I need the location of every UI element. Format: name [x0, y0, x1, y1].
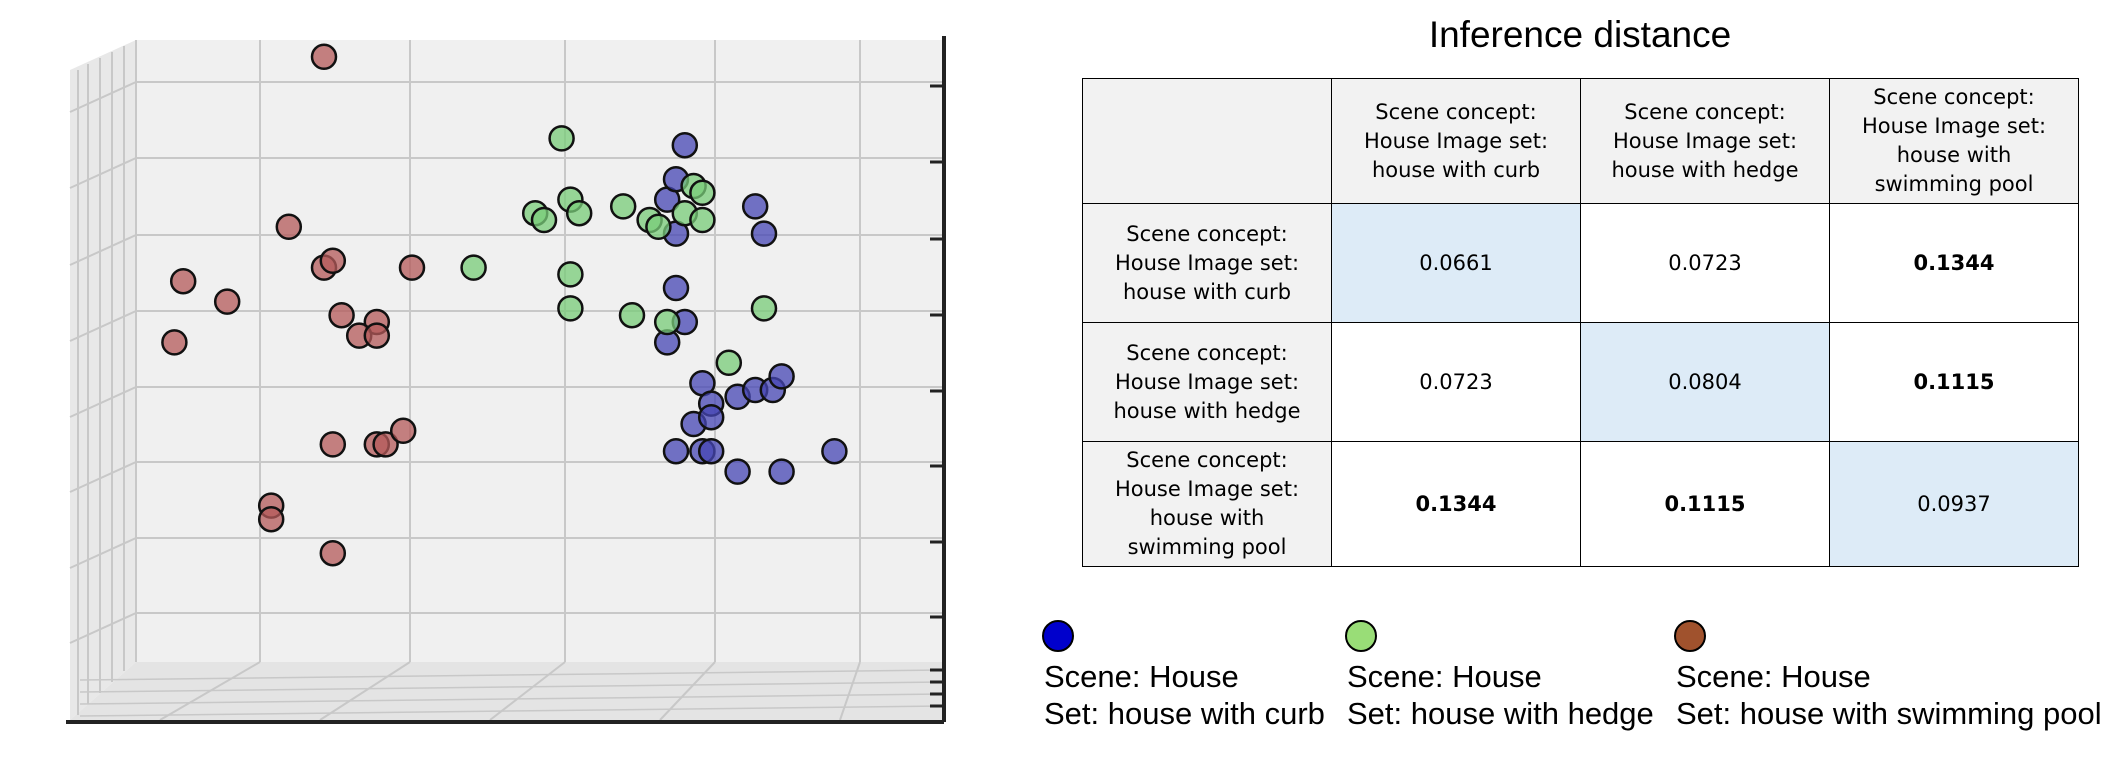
- row-header: Scene concept: House Image set: house wi…: [1082, 322, 1332, 442]
- table-cell: 0.0723: [1580, 203, 1830, 323]
- scatter-point: [460, 254, 487, 281]
- scatter-point: [257, 505, 285, 533]
- scatter-point: [363, 322, 391, 349]
- grid-line: [79, 693, 945, 705]
- scatter-point: [689, 179, 716, 207]
- scatter-point: [530, 206, 558, 234]
- table-cell: 0.1344: [1829, 203, 2079, 323]
- table-cell: 0.0661: [1331, 203, 1581, 323]
- inference-distance-table: Scene concept: House Image set: house wi…: [1082, 78, 2079, 567]
- grid-line: [79, 681, 945, 693]
- scatter-point: [565, 199, 593, 227]
- scatter-point: [768, 363, 795, 390]
- scatter-point: [715, 349, 743, 377]
- scatter-point: [319, 539, 347, 567]
- table-row: Scene concept: House Image set: house wi…: [1082, 203, 2079, 323]
- scatter-point: [275, 213, 303, 241]
- legend-dot-icon: [1042, 620, 1074, 652]
- scatter-point: [319, 247, 347, 275]
- plot-points: [161, 43, 848, 567]
- legend-item-hedge: Scene: House Set: house with hedge: [1345, 620, 1654, 732]
- table-cell: 0.0804: [1580, 322, 1830, 442]
- plot-axes: [66, 36, 946, 724]
- scatter-point: [169, 267, 197, 295]
- legend-label-line1: Scene: House: [1347, 659, 1542, 694]
- scatter-point: [768, 458, 795, 485]
- scatter-point: [653, 308, 681, 336]
- scatter-point: [213, 288, 241, 315]
- grid-line: [79, 669, 945, 681]
- table-header-row: Scene concept: House Image set: house wi…: [1082, 78, 2079, 204]
- legend-dot-icon: [1674, 620, 1706, 652]
- back-pane: [136, 40, 944, 662]
- scatter-point: [389, 417, 417, 445]
- table-cell: 0.0937: [1829, 441, 2079, 567]
- legend-dot-icon: [1345, 620, 1377, 652]
- legend-item-swimming-pool: Scene: House Set: house with swimming po…: [1674, 620, 2102, 732]
- scatter-point: [557, 261, 584, 288]
- scatter-point: [398, 254, 426, 281]
- table-corner-cell: [1082, 78, 1332, 204]
- scatter-point: [548, 125, 575, 152]
- scatter-point: [310, 43, 338, 71]
- column-header: Scene concept: House Image set: house wi…: [1829, 78, 2079, 204]
- scatter-point: [741, 193, 769, 220]
- scatter-point: [750, 295, 778, 322]
- scatter-point: [724, 458, 751, 485]
- scatter-point: [750, 220, 778, 247]
- grid-line: [489, 661, 566, 721]
- table-row: Scene concept: House Image set: house wi…: [1082, 441, 2079, 567]
- legend-label-line2: Set: house with hedge: [1347, 696, 1654, 731]
- scatter-point: [161, 329, 188, 356]
- column-header: Scene concept: House Image set: house wi…: [1331, 78, 1581, 204]
- row-header: Scene concept: House Image set: house wi…: [1082, 203, 1332, 323]
- table-title: Inference distance: [1428, 14, 1732, 55]
- table-cell: 0.1115: [1829, 322, 2079, 442]
- table-row: Scene concept: House Image set: house wi…: [1082, 322, 2079, 442]
- legend-label-line2: Set: house with curb: [1044, 696, 1325, 731]
- legend-item-curb: Scene: House Set: house with curb: [1042, 620, 1325, 732]
- column-header: Scene concept: House Image set: house wi…: [1580, 78, 1830, 204]
- scatter-point: [697, 437, 725, 465]
- scatter-point: [609, 193, 637, 220]
- legend-label-line1: Scene: House: [1676, 659, 1871, 694]
- legend-label-line2: Set: house with swimming pool: [1676, 696, 2102, 731]
- floor-pane: [70, 662, 944, 720]
- scatter-point: [662, 437, 690, 465]
- row-header: Scene concept: House Image set: house wi…: [1082, 441, 1332, 567]
- scatter-point: [689, 206, 716, 234]
- table-cell: 0.1115: [1580, 441, 1830, 567]
- scatter-3d-plot: [66, 36, 946, 724]
- scatter-point: [328, 301, 355, 329]
- scatter-point: [645, 213, 672, 241]
- scatter-point: [618, 301, 646, 329]
- grid-line: [79, 705, 945, 717]
- scatter-point: [372, 431, 399, 458]
- side-pane: [70, 40, 136, 720]
- scatter-point: [697, 403, 725, 431]
- table-cell: 0.0723: [1331, 322, 1581, 442]
- scatter-point: [821, 437, 848, 465]
- scatter-point: [319, 431, 347, 458]
- scatter-point: [662, 274, 690, 302]
- table-cell: 0.1344: [1331, 441, 1581, 567]
- grid-line: [659, 661, 716, 721]
- scatter-point: [671, 131, 699, 159]
- grid-line: [319, 661, 411, 721]
- scatter-point: [557, 295, 584, 322]
- legend-label-line1: Scene: House: [1044, 659, 1239, 694]
